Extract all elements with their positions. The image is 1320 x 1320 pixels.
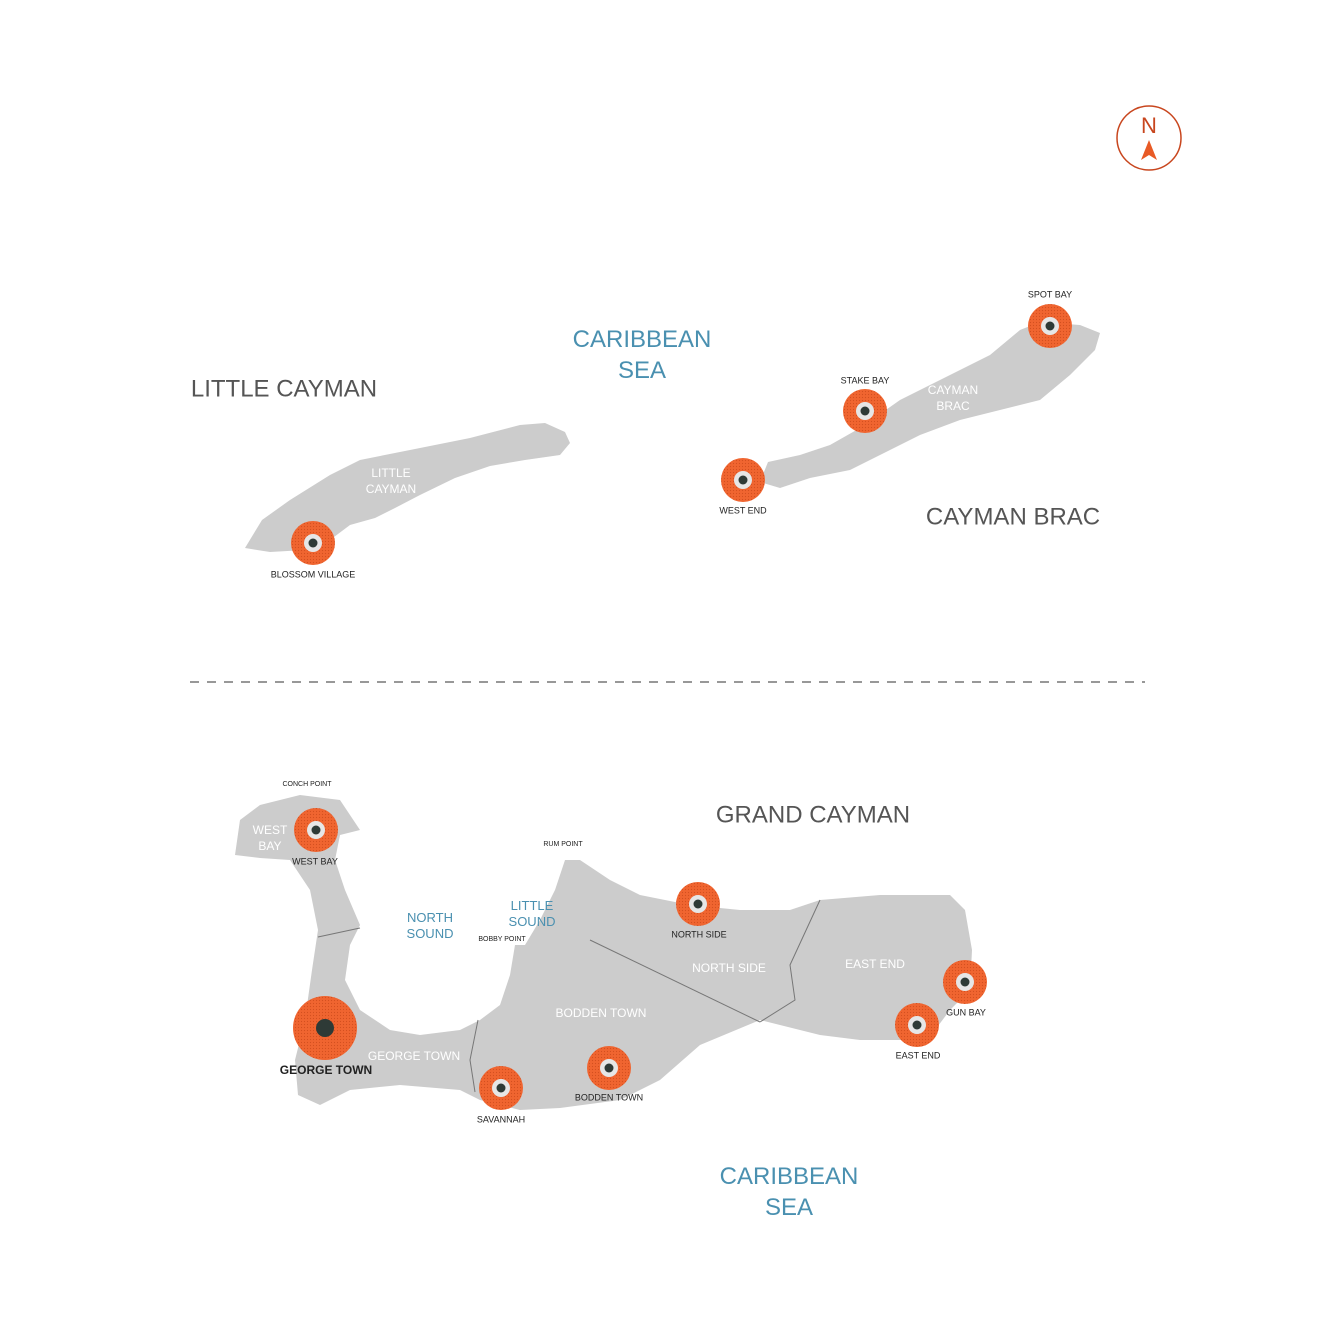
marker-dot [316, 1019, 334, 1037]
town-marker-stake-bay [843, 389, 887, 433]
town-marker-west-end [721, 458, 765, 502]
town-label-spot-bay: SPOT BAY [1027, 289, 1073, 300]
town-label-gun-bay: GUN BAY [946, 1007, 986, 1018]
compass [1116, 105, 1182, 171]
marker-dot [604, 1063, 614, 1073]
island-label-little-cayman: LITTLE CAYMAN [190, 375, 378, 403]
town-label-east-end: EAST END [895, 1050, 941, 1061]
district-east-end: EAST END [845, 957, 905, 971]
district-borders [317, 899, 821, 1093]
marker-dot [693, 899, 703, 909]
district-bodden-town: BODDEN TOWN [555, 1006, 647, 1020]
marker-dot [496, 1083, 506, 1093]
marker-dot [1045, 321, 1055, 331]
town-label-bodden-town: BODDEN TOWN [574, 1092, 644, 1103]
point-conch: CONCH POINT [282, 780, 332, 788]
point-rum: RUM POINT [543, 840, 583, 848]
town-label-george-town: GEORGE TOWN [279, 1062, 373, 1077]
marker-dot [311, 825, 321, 835]
district-george-town: GEORGE TOWN [367, 1049, 461, 1063]
town-label-stake-bay: STAKE BAY [840, 375, 890, 386]
town-label-west-bay: WEST BAY [292, 856, 338, 867]
island-label-cayman-brac: CAYMAN BRAC [925, 503, 1101, 531]
marker-dot [738, 475, 748, 485]
town-marker-blossom-village [291, 521, 335, 565]
town-marker-spot-bay [1028, 304, 1072, 348]
north-arrow-icon [1141, 140, 1157, 160]
island-label-grand-cayman: GRAND CAYMAN [715, 801, 911, 829]
district-north-side: NORTH SIDE [692, 961, 766, 975]
town-marker-north-side [676, 882, 720, 926]
little-cayman-island [245, 423, 570, 552]
town-marker-george-town [293, 996, 357, 1060]
town-label-blossom-village: BLOSSOM VILLAGE [270, 569, 356, 580]
cayman-brac-island [760, 322, 1100, 488]
town-label-north-side: NORTH SIDE [671, 929, 727, 940]
town-label-savannah: SAVANNAH [476, 1114, 526, 1125]
marker-dot [960, 977, 970, 987]
point-bobby: BOBBY POINT [478, 935, 526, 943]
town-marker-savannah [479, 1066, 523, 1110]
compass-letter: N [1141, 112, 1157, 138]
marker-dot [860, 406, 870, 416]
town-marker-east-end [895, 1003, 939, 1047]
town-label-west-end: WEST END [719, 505, 767, 516]
marker-dot [308, 538, 318, 548]
town-marker-bodden-town [587, 1046, 631, 1090]
town-marker-west-bay [294, 808, 338, 852]
town-marker-gun-bay [943, 960, 987, 1004]
grand-cayman-island [235, 795, 972, 1110]
marker-dot [912, 1020, 922, 1030]
